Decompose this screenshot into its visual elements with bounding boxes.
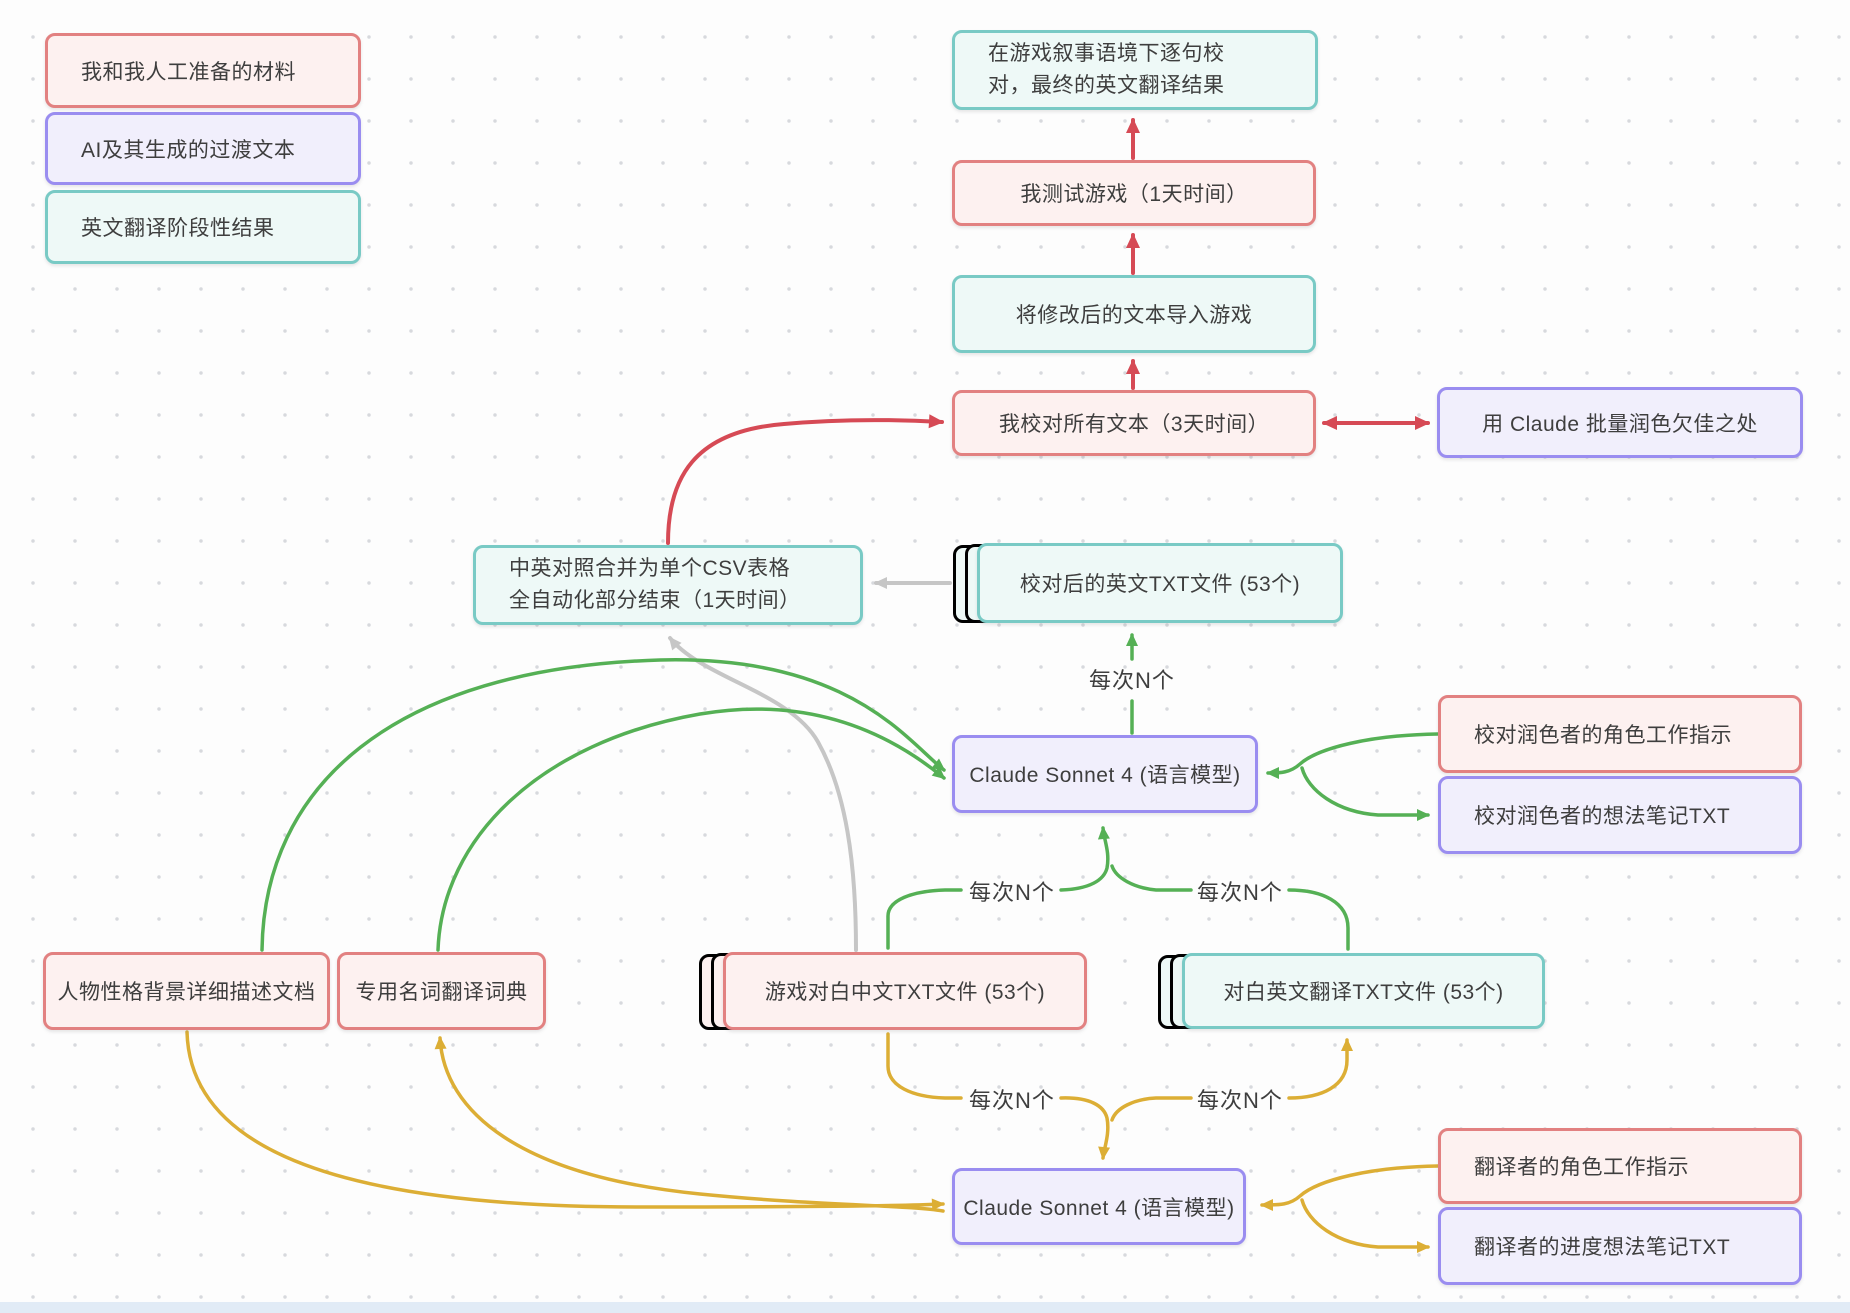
node-label: 人物性格背景详细描述文档 bbox=[57, 981, 316, 1004]
edge-csv-to-proofread[interactable] bbox=[666, 414, 944, 545]
edge-v-right-a[interactable] bbox=[1110, 864, 1193, 892]
edge-transrole-to-claude[interactable] bbox=[1260, 1164, 1440, 1211]
node-proofread-english-txt-files[interactable]: 校对后的英文TXT文件 (53个) bbox=[977, 543, 1343, 623]
node-label: 我测试游戏（1天时间） bbox=[1020, 183, 1248, 206]
edge-label-batch-up-left: 每次N个 bbox=[969, 880, 1055, 905]
node-label: 我校对所有文本（3天时间） bbox=[998, 413, 1270, 436]
node-label-line1: 中英对照合并为单个CSV表格 bbox=[509, 557, 791, 580]
node-import-text-into-game[interactable]: 将修改后的文本导入游戏 bbox=[952, 275, 1316, 353]
edge-dict-to-claude-up[interactable] bbox=[436, 707, 946, 952]
edge-dict-claude-down[interactable] bbox=[434, 1036, 945, 1213]
node-claude-batch-polish[interactable]: 用 Claude 批量润色欠佳之处 bbox=[1437, 387, 1803, 458]
edge-v-into-claude-up[interactable] bbox=[1059, 826, 1110, 892]
node-csv-merge[interactable]: 中英对照合并为单个CSV表格 全自动化部分结束（1天时间） bbox=[473, 545, 863, 625]
edge-zhtxt-to-csv[interactable] bbox=[668, 636, 858, 952]
node-label: 校对润色者的想法笔记TXT bbox=[1474, 805, 1731, 828]
node-claude-sonnet-proofreader[interactable]: Claude Sonnet 4 (语言模型) bbox=[952, 735, 1258, 813]
legend-label: AI及其生成的过渡文本 bbox=[81, 138, 296, 162]
legend-label: 我和我人工准备的材料 bbox=[81, 60, 296, 84]
node-translator-progress-notes-txt[interactable]: 翻译者的进度想法笔记TXT bbox=[1438, 1207, 1802, 1285]
node-test-game[interactable]: 我测试游戏（1天时间） bbox=[952, 160, 1316, 226]
node-label: 翻译者的进度想法笔记TXT bbox=[1474, 1236, 1731, 1259]
node-label: 翻译者的角色工作指示 bbox=[1474, 1156, 1689, 1179]
node-polisher-notes-txt[interactable]: 校对润色者的想法笔记TXT bbox=[1438, 776, 1802, 854]
node-polisher-role-instructions[interactable]: 校对润色者的角色工作指示 bbox=[1438, 695, 1802, 773]
edge-zhtxt-up-left[interactable] bbox=[886, 888, 963, 950]
edge-label-batch-up-right: 每次N个 bbox=[1197, 880, 1283, 905]
edge-claude-to-transnotes[interactable] bbox=[1300, 1198, 1430, 1253]
node-label-line2: 对，最终的英文翻译结果 bbox=[988, 74, 1225, 97]
node-label: 将修改后的文本导入游戏 bbox=[1015, 304, 1253, 327]
node-terminology-dictionary[interactable]: 专用名词翻译词典 bbox=[337, 952, 546, 1030]
node-label-line1: 在游戏叙事语境下逐句校 bbox=[988, 42, 1225, 65]
node-chinese-dialogue-txt-files[interactable]: 游戏对白中文TXT文件 (53个) bbox=[723, 952, 1087, 1030]
node-translator-role-instructions[interactable]: 翻译者的角色工作指示 bbox=[1438, 1128, 1802, 1204]
node-label-line2: 全自动化部分结束（1天时间） bbox=[509, 589, 801, 612]
edge-v-into-claude-down[interactable] bbox=[1059, 1096, 1111, 1160]
edge-persona-to-claude-down[interactable] bbox=[185, 1030, 945, 1211]
node-label: 校对后的英文TXT文件 (53个) bbox=[1019, 573, 1301, 596]
node-claude-sonnet-translator[interactable]: Claude Sonnet 4 (语言模型) bbox=[952, 1168, 1246, 1245]
node-label: Claude Sonnet 4 (语言模型) bbox=[963, 1196, 1235, 1220]
legend-item-english-stage-results[interactable]: 英文翻译阶段性结果 bbox=[45, 190, 361, 264]
node-label: 校对润色者的角色工作指示 bbox=[1474, 724, 1732, 747]
legend-item-human-materials[interactable]: 我和我人工准备的材料 bbox=[45, 33, 361, 108]
edge-claude-down-to-entxt[interactable] bbox=[1287, 1038, 1353, 1100]
edge-zhtxt-down-left[interactable] bbox=[886, 1032, 963, 1100]
edge-label-batch-down-left: 每次N个 bbox=[969, 1088, 1055, 1113]
bottom-edge-strip bbox=[0, 1302, 1850, 1313]
legend-label: 英文翻译阶段性结果 bbox=[81, 217, 275, 240]
node-english-translation-txt-files[interactable]: 对白英文翻译TXT文件 (53个) bbox=[1182, 953, 1545, 1029]
node-final-english-result[interactable]: 在游戏叙事语境下逐句校 对，最终的英文翻译结果 bbox=[952, 30, 1318, 110]
edge-claude-to-polishnotes[interactable] bbox=[1300, 766, 1430, 821]
node-label: 对白英文翻译TXT文件 (53个) bbox=[1223, 981, 1504, 1004]
edge-persona-to-claude-up[interactable] bbox=[260, 658, 946, 952]
edge-v-right-b[interactable] bbox=[1110, 1096, 1193, 1122]
edge-label-batch-down-right: 每次N个 bbox=[1197, 1088, 1283, 1113]
edge-entxt-up-right[interactable] bbox=[1287, 888, 1350, 951]
node-label: 游戏对白中文TXT文件 (53个) bbox=[764, 981, 1046, 1004]
legend-item-ai-intermediate[interactable]: AI及其生成的过渡文本 bbox=[45, 112, 361, 185]
edge-label-batch-output-up: 每次N个 bbox=[1089, 668, 1175, 693]
node-proofread-all-text[interactable]: 我校对所有文本（3天时间） bbox=[952, 390, 1316, 456]
node-label: 用 Claude 批量润色欠佳之处 bbox=[1482, 412, 1758, 436]
node-character-background-doc[interactable]: 人物性格背景详细描述文档 bbox=[43, 952, 330, 1030]
node-label: 专用名词翻译词典 bbox=[355, 981, 528, 1004]
edge-polishrole-to-claude[interactable] bbox=[1266, 732, 1440, 779]
node-label: Claude Sonnet 4 (语言模型) bbox=[969, 764, 1241, 787]
